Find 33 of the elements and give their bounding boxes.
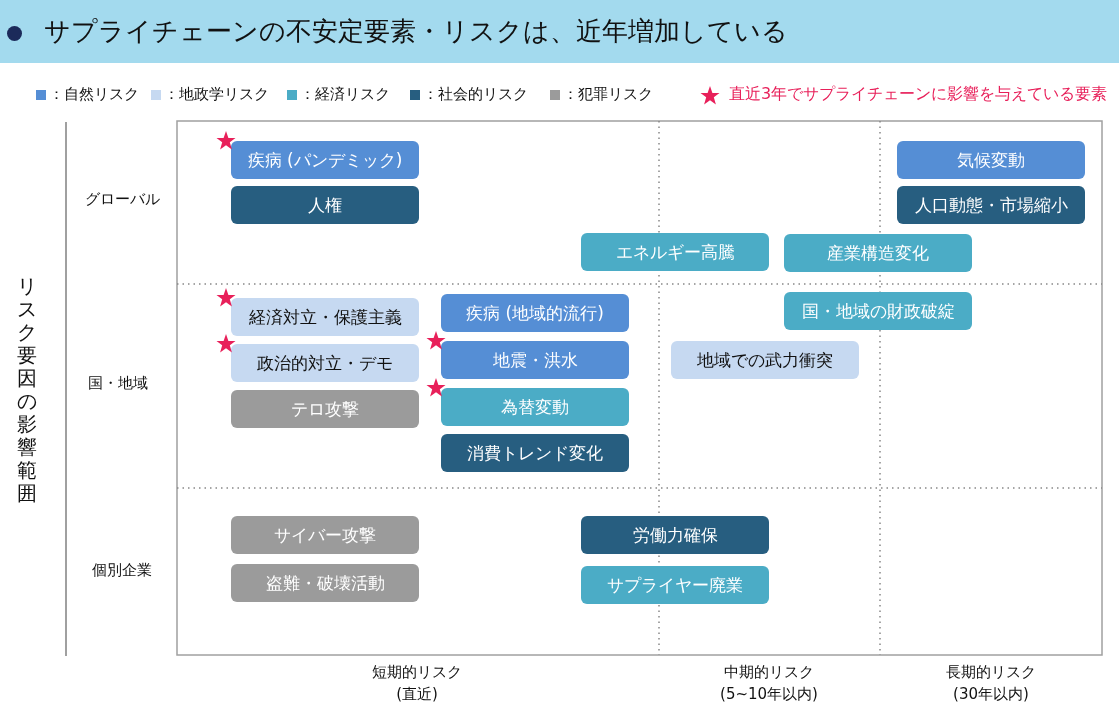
risk-box: テロ攻撃: [231, 390, 419, 428]
risk-box: 地域での武力衝突: [671, 341, 859, 379]
legend-label: ：社会的リスク: [423, 85, 528, 104]
legend-label: ：犯罪リスク: [563, 85, 653, 104]
legend-label: 直近3年でサプライチェーンに影響を与えている要素: [729, 84, 1108, 105]
column-label: 中期的リスク (5~10年以内): [719, 662, 819, 705]
title: サプライチェーンの不安定要素・リスクは、近年増加している: [44, 15, 788, 48]
risk-box: 経済対立・保護主義: [231, 298, 419, 336]
row-label: 国・地域: [87, 374, 149, 393]
row-label: グローバル: [83, 190, 161, 209]
risk-box: 産業構造変化: [784, 234, 972, 272]
risk-box: 人口動態・市場縮小: [897, 186, 1085, 224]
legend-label: ：経済リスク: [300, 85, 390, 104]
risk-box: 国・地域の財政破綻: [784, 292, 972, 330]
risk-box: 盗難・破壊活動: [231, 564, 419, 602]
risk-box: 疾病 (パンデミック): [231, 141, 419, 179]
column-label: 短期的リスク (直近): [371, 662, 463, 705]
risk-box: 為替変動: [441, 388, 629, 426]
risk-box: 疾病 (地域的流行): [441, 294, 629, 332]
risk-box: 労働力確保: [581, 516, 769, 554]
risk-box: 人権: [231, 186, 419, 224]
risk-box: サイバー攻撃: [231, 516, 419, 554]
risk-box: 政治的対立・デモ: [231, 344, 419, 382]
risk-box: 気候変動: [897, 141, 1085, 179]
risk-box: 消費トレンド変化: [441, 434, 629, 472]
column-label: 長期的リスク (30年以内): [945, 662, 1037, 705]
axis-title: リスク要因の影響範囲: [16, 275, 38, 505]
legend-label: ：自然リスク: [49, 85, 139, 104]
risk-box: 地震・洪水: [441, 341, 629, 379]
risk-box: エネルギー高騰: [581, 233, 769, 271]
legend-label: ：地政学リスク: [164, 85, 269, 104]
row-label: 個別企業: [91, 561, 153, 580]
risk-box: サプライヤー廃業: [581, 566, 769, 604]
